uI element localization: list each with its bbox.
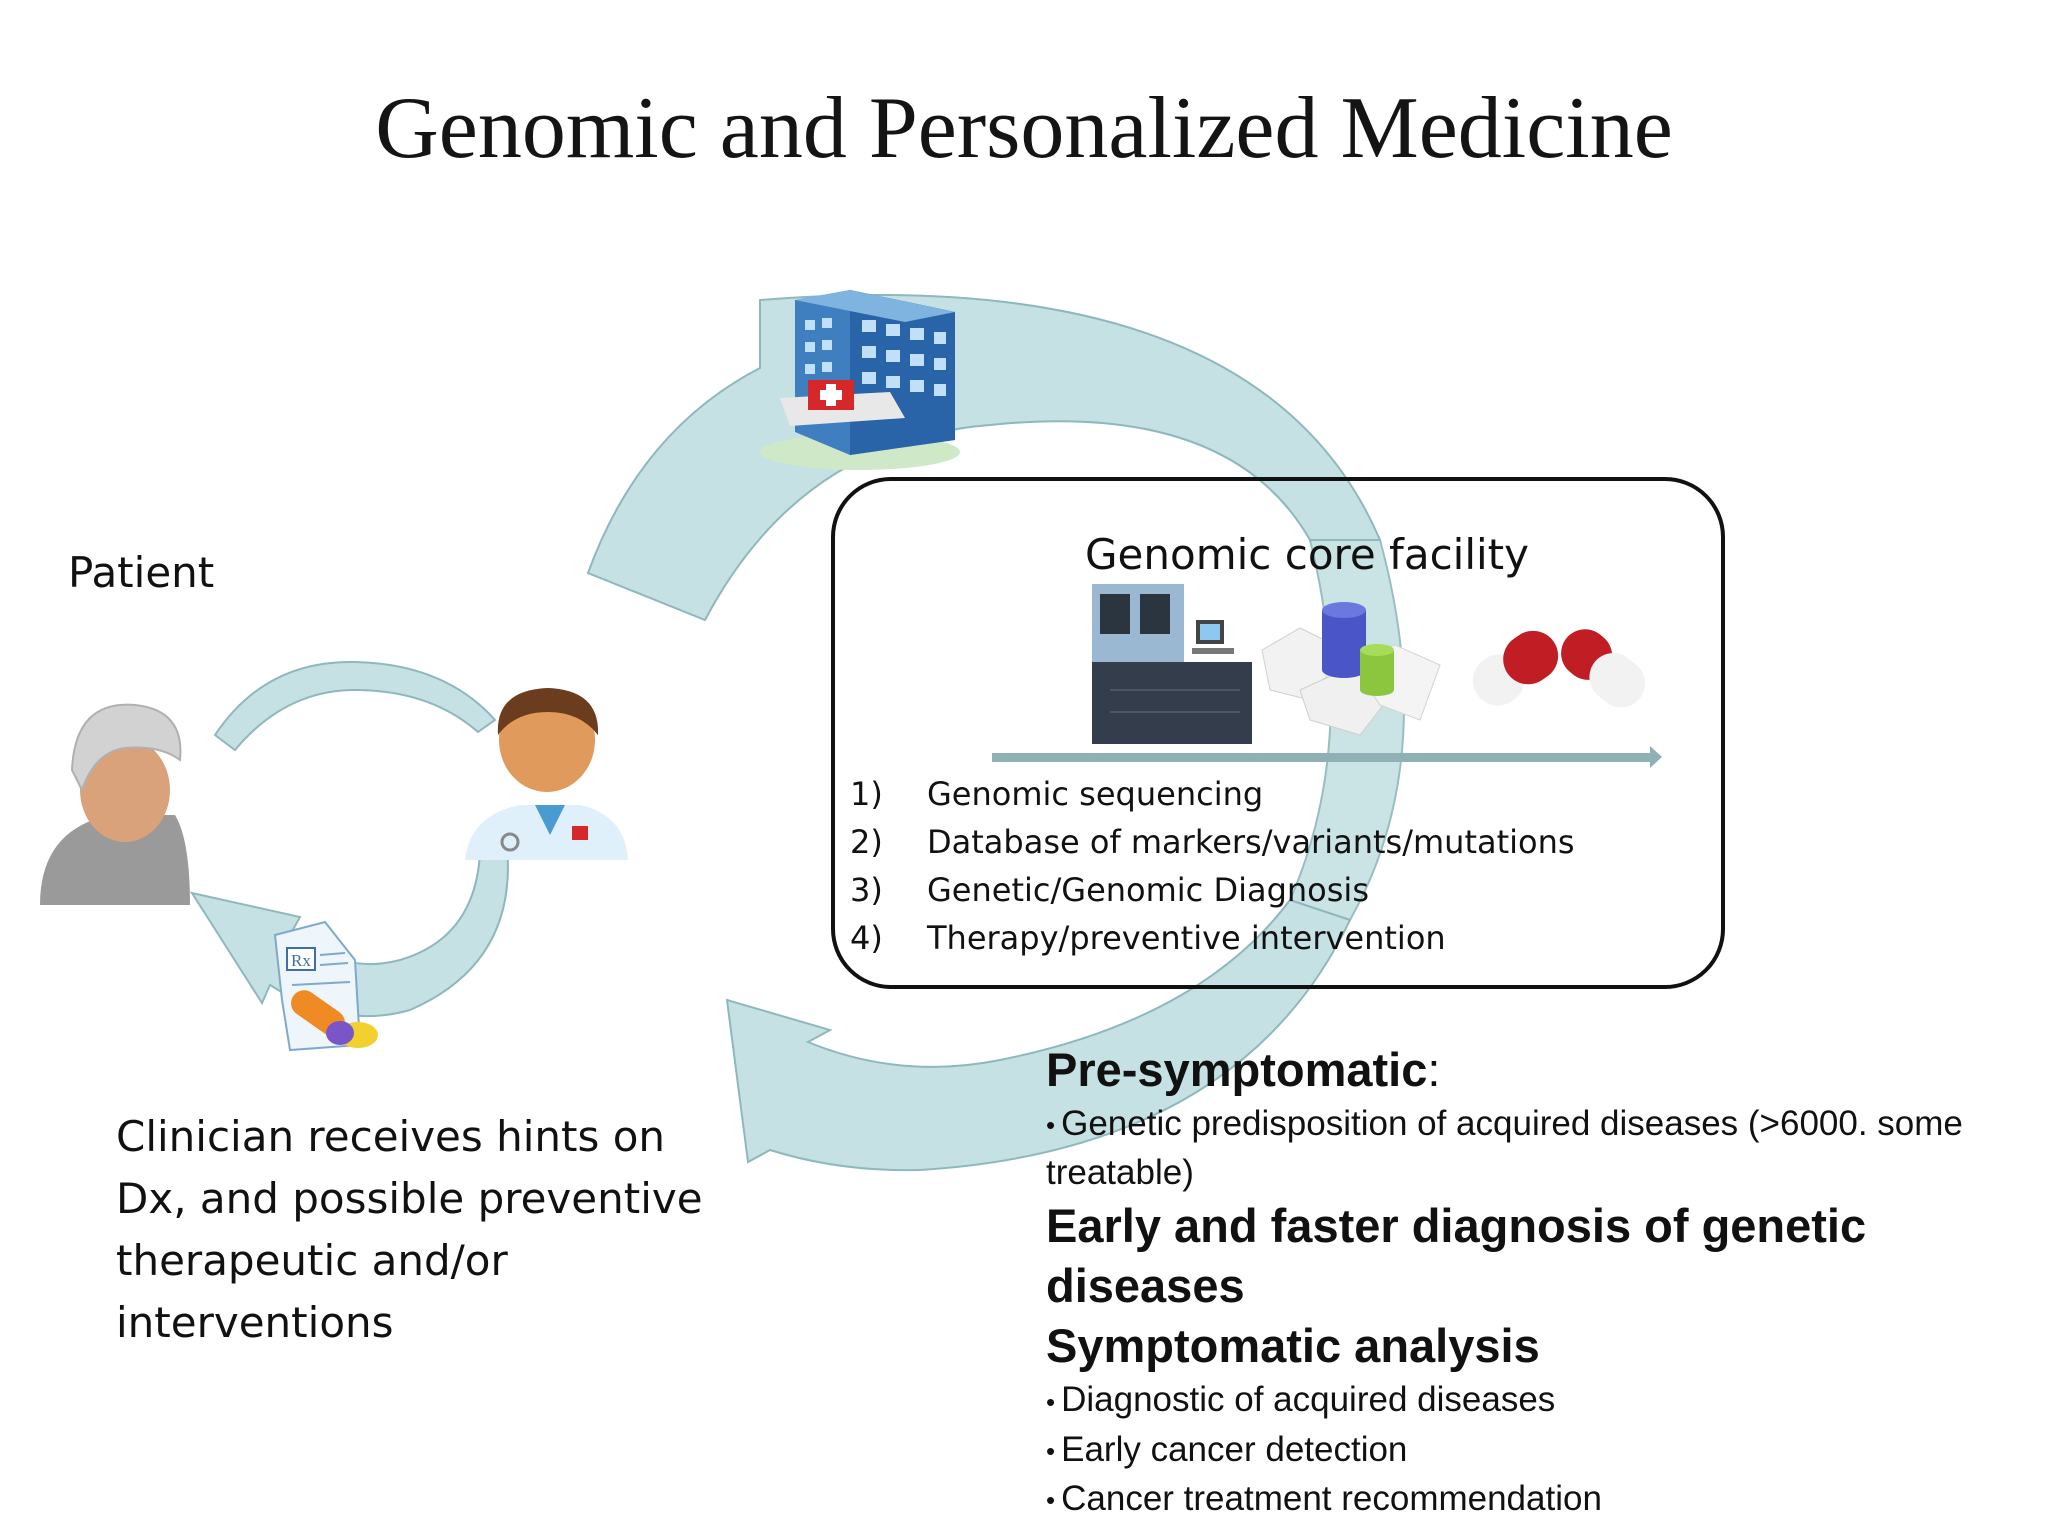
small-cycle-top-arrow bbox=[213, 660, 497, 752]
symptomatic-heading: Symptomatic analysis bbox=[1046, 1319, 1540, 1373]
clinician-text: Clinician receives hints on Dx, and poss… bbox=[116, 1112, 703, 1347]
small-cycle-bottom-arrow bbox=[189, 829, 509, 1018]
symptomatic-bullet: •Diagnostic of acquired diseases bbox=[1046, 1376, 2026, 1425]
core-facility-box bbox=[831, 477, 1725, 989]
symptomatic-bullet: •Cancer treatment recommendation bbox=[1046, 1475, 2026, 1524]
step-item: 1) Genomic sequencing bbox=[850, 770, 1575, 818]
sequencer-icon bbox=[1092, 584, 1252, 744]
doctor-icon bbox=[465, 688, 628, 860]
hospital-icon bbox=[760, 290, 960, 470]
capsules-icon bbox=[1472, 629, 1646, 708]
patient-label: Patient bbox=[68, 548, 215, 597]
database-icon bbox=[1261, 602, 1441, 736]
step-number: 2) bbox=[850, 823, 883, 861]
presymptomatic-colon: : bbox=[1427, 1043, 1441, 1096]
step-item: 3) Genetic/Genomic Diagnosis bbox=[850, 866, 1575, 914]
symptomatic-bullet-text: Diagnostic of acquired diseases bbox=[1061, 1380, 1556, 1420]
bullet-dot: • bbox=[1046, 1485, 1056, 1515]
presymptomatic-bullet-text: Genetic predisposition of acquired disea… bbox=[1046, 1104, 1963, 1193]
core-facility-steps: 1) Genomic sequencing 2) Database of marke… bbox=[850, 770, 1575, 962]
step-text: Genetic/Genomic Diagnosis bbox=[927, 871, 1369, 909]
prescription-icon: Rx bbox=[273, 920, 378, 1052]
info-panel: Pre-symptomatic: •Genetic predisposition… bbox=[1046, 1040, 2026, 1524]
step-text: Database of markers/variants/mutations bbox=[927, 823, 1575, 861]
step-item: 2) Database of markers/variants/mutations bbox=[850, 818, 1575, 866]
symptomatic-bullet-text: Early cancer detection bbox=[1061, 1429, 1408, 1469]
step-number: 3) bbox=[850, 871, 883, 909]
early-diagnosis-heading: Early and faster diagnosis of genetic di… bbox=[1046, 1199, 1867, 1313]
bullet-dot: • bbox=[1046, 1110, 1056, 1141]
pipeline-arrow bbox=[992, 746, 1662, 768]
bullet-dot: • bbox=[1046, 1435, 1056, 1466]
presymptomatic-heading-text: Pre-symptomatic bbox=[1046, 1043, 1428, 1096]
step-number: 4) bbox=[850, 919, 883, 957]
core-facility-title: Genomic core facility bbox=[1085, 530, 1529, 579]
page-title: Genomic and Personalized Medicine bbox=[375, 80, 1673, 177]
symptomatic-bullet-text: Cancer treatment recommendation bbox=[1061, 1478, 1602, 1518]
step-number: 1) bbox=[850, 775, 883, 813]
svg-text:Rx: Rx bbox=[291, 951, 311, 970]
presymptomatic-heading: Pre-symptomatic: bbox=[1046, 1040, 2026, 1100]
bullet-dot: • bbox=[1046, 1386, 1056, 1417]
step-item: 4) Therapy/preventive intervention bbox=[850, 914, 1575, 962]
step-text: Therapy/preventive intervention bbox=[927, 919, 1446, 957]
patient-icon bbox=[40, 703, 190, 905]
step-text: Genomic sequencing bbox=[927, 775, 1264, 813]
presymptomatic-bullet: •Genetic predisposition of acquired dise… bbox=[1046, 1100, 2026, 1196]
symptomatic-bullet: •Early cancer detection bbox=[1046, 1426, 2026, 1475]
large-cycle-bottom-arrow bbox=[725, 898, 1352, 1172]
